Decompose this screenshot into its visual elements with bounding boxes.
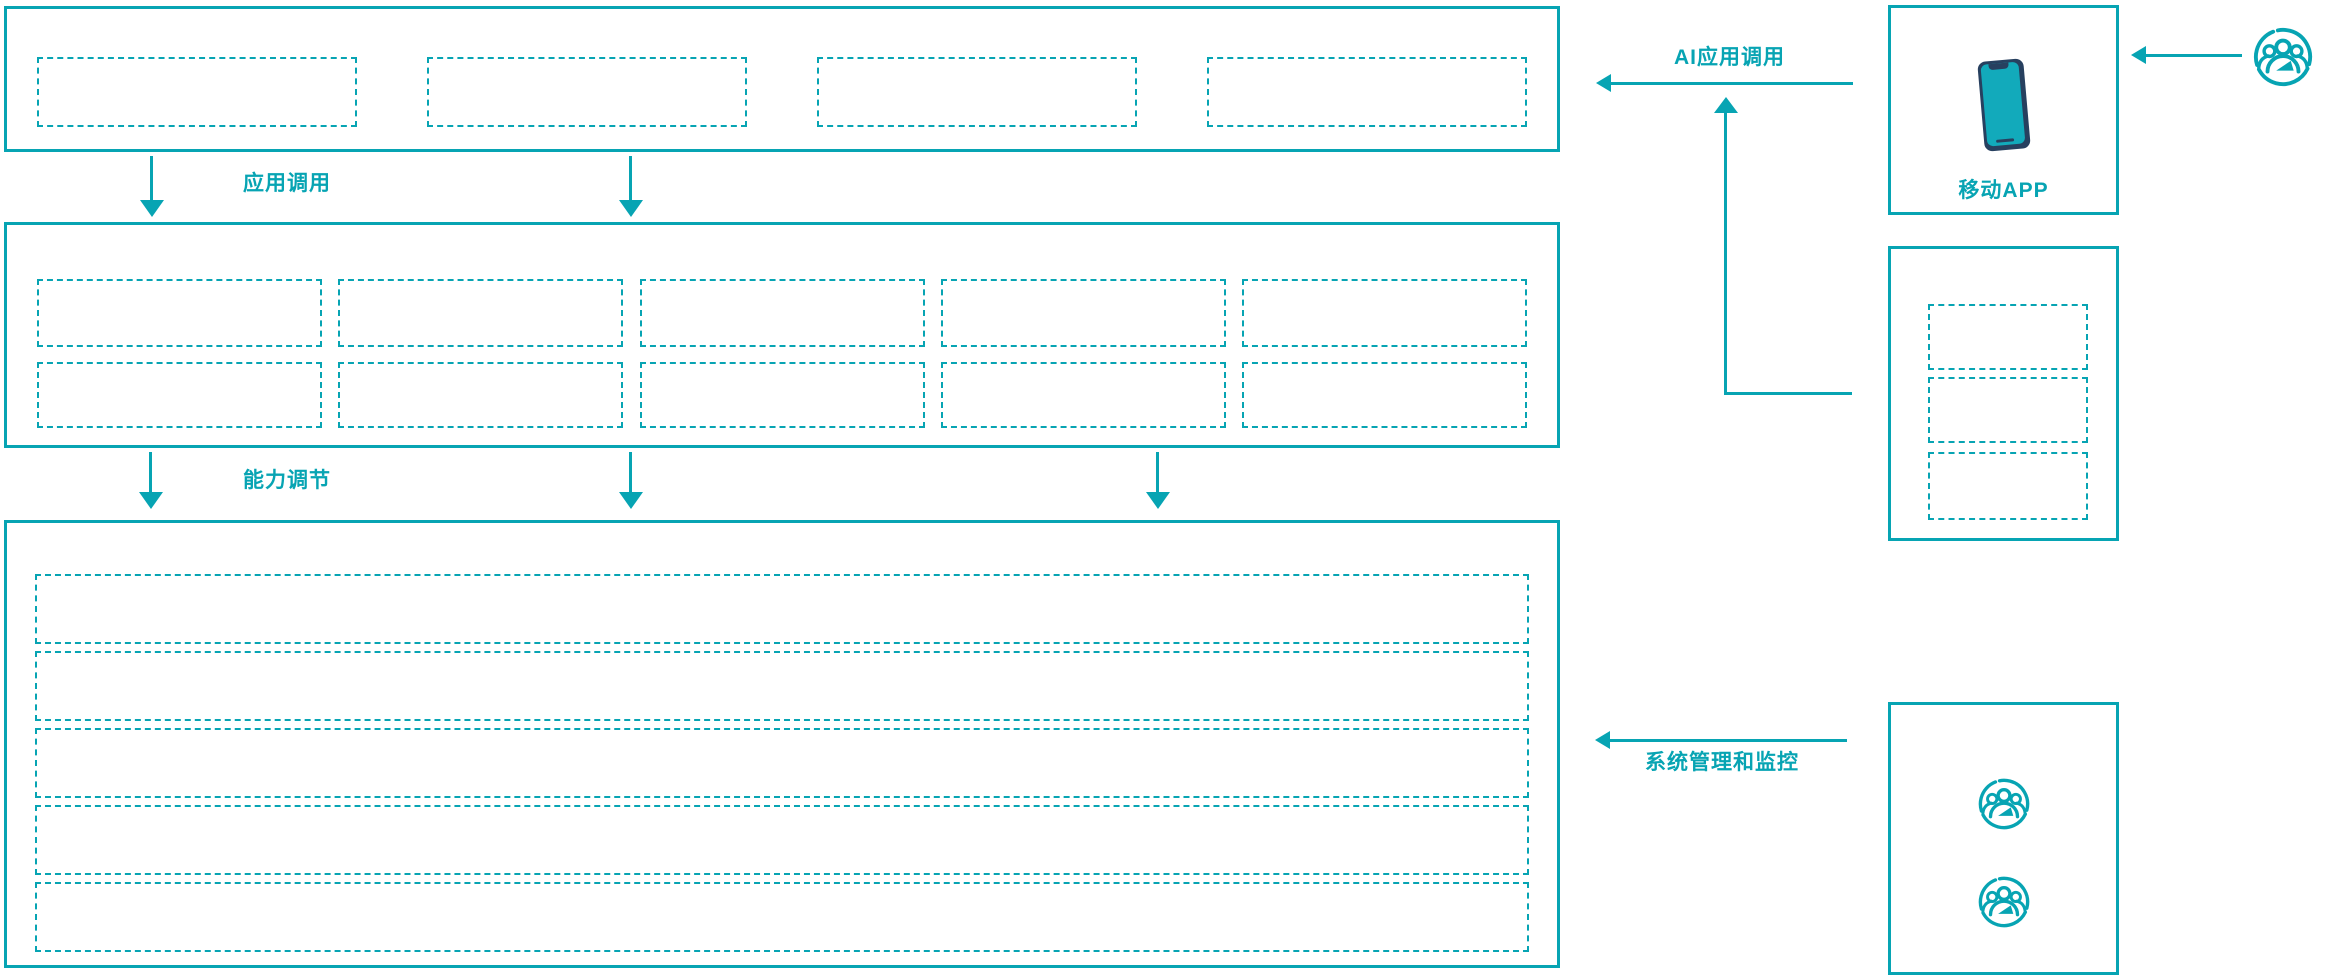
phone-screen [1979, 61, 2025, 147]
placeholder-box [1242, 362, 1527, 428]
admin-users-box [1888, 702, 2119, 975]
placeholder-box [37, 362, 322, 428]
placeholder-box [1242, 279, 1527, 347]
middle-placeholder-row-2 [37, 362, 1527, 428]
placeholder-box [639, 362, 925, 428]
bottom-placeholder-stack [35, 574, 1529, 952]
mobile-phone-icon [1976, 58, 2031, 152]
placeholder-box [338, 362, 624, 428]
placeholder-box [37, 57, 357, 127]
placeholder-box [338, 279, 624, 347]
layer-middle-container [4, 222, 1560, 448]
app-call-label: 应用调用 [243, 172, 331, 195]
placeholder-box [1207, 57, 1527, 127]
placeholder-box [37, 279, 322, 347]
placeholder-bar [35, 574, 1529, 644]
admin-user-icon [1977, 777, 2031, 831]
placeholder-bar [35, 728, 1529, 798]
placeholder-box [1928, 377, 2088, 443]
layer-bottom-container [4, 520, 1560, 968]
placeholder-box [639, 279, 925, 347]
placeholder-bar [35, 651, 1529, 721]
capability-label: 能力调节 [243, 469, 331, 492]
placeholder-box [940, 279, 1226, 347]
middle-placeholder-row-1 [37, 279, 1527, 347]
system-monitor-label: 系统管理和监控 [1645, 751, 1799, 774]
ai-app-call-label: AI应用调用 [1674, 46, 1785, 69]
placeholder-bar [35, 882, 1529, 952]
layer-top-container [4, 6, 1560, 152]
placeholder-box [940, 362, 1226, 428]
placeholder-box [1928, 304, 2088, 370]
placeholder-box [1928, 452, 2088, 520]
side-system-box [1888, 246, 2119, 541]
top-placeholder-row [37, 57, 1527, 127]
placeholder-box [427, 57, 747, 127]
admin-user-icon [1977, 875, 2031, 929]
placeholder-bar [35, 805, 1529, 875]
mobile-app-label: 移动APP [1958, 179, 2049, 202]
placeholder-box [817, 57, 1137, 127]
end-user-icon [2252, 26, 2314, 88]
mobile-app-box: 移动APP [1888, 5, 2119, 215]
